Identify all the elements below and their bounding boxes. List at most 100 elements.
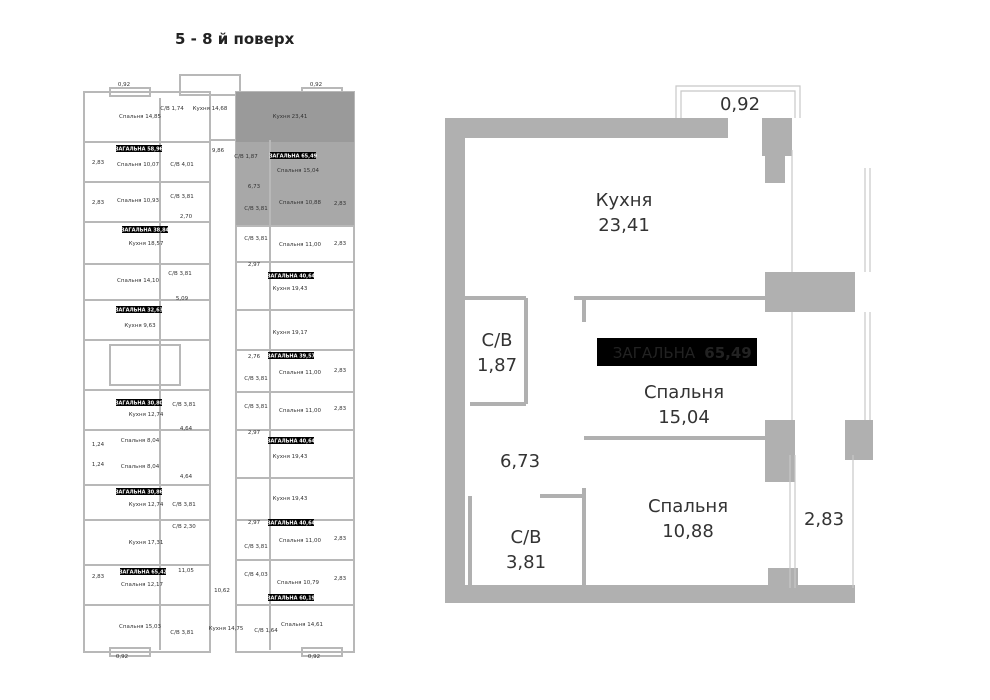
kp-room: Кухня 12,74	[129, 502, 164, 508]
kp-room: Спальня 10,79	[277, 580, 319, 586]
kp-room: С/В 2,30	[172, 524, 196, 530]
kp-room: Кухня 19,43	[273, 454, 308, 460]
kp-extra: 2,97	[248, 262, 261, 268]
key-plan-labels: 0,92 0,92 0,92 0,92 Спальня 14,85 С/В 1,…	[92, 82, 347, 660]
kp-room: Кухня 23,41	[273, 114, 308, 120]
kp-room: Кухня 18,57	[129, 241, 164, 247]
kp-room: Спальня 11,00	[279, 370, 321, 376]
kp-extra: 2,83	[92, 200, 105, 206]
kp-room: С/В 3,81	[244, 376, 267, 382]
detail-hall-area: 6,73	[500, 451, 540, 472]
detail-room-name: Спальня	[644, 382, 724, 403]
kp-extra: 6,73	[248, 184, 261, 190]
kp-extra: 2,83	[334, 241, 347, 247]
kp-room: Спальня 12,17	[121, 582, 163, 588]
kp-extra: 2,83	[92, 160, 105, 166]
kp-room: Кухня 14,75	[209, 626, 244, 632]
kp-extra: 10,62	[214, 588, 230, 594]
kp-room: Спальня 15,03	[119, 624, 161, 630]
total-area-value: 65,49	[704, 344, 751, 362]
kp-room: С/В 3,81	[244, 404, 267, 410]
kp-room: С/В 4,01	[170, 162, 193, 168]
kp-room: Спальня 11,00	[279, 538, 321, 544]
kp-room: С/В 3,81	[172, 502, 195, 508]
kp-extra: 11,05	[178, 568, 194, 574]
kp-room: Спальня 10,07	[117, 162, 159, 168]
kp-extra: 1,24	[92, 442, 105, 448]
detail-room-area: 3,81	[506, 552, 546, 573]
kp-room: С/В 3,81	[168, 271, 191, 277]
kp-room: Кухня 17,31	[129, 540, 164, 546]
kp-extra: 2,70	[180, 214, 193, 220]
kp-room: С/В 4,03	[244, 572, 268, 578]
kp-room: Спальня 10,88	[279, 200, 321, 206]
kp-badge: ЗАГАЛЬНА 30,86	[115, 490, 164, 496]
detail-window-lines	[675, 85, 871, 588]
kp-room: Спальня 10,93	[117, 198, 159, 204]
kp-extra: 2,97	[248, 520, 261, 526]
kp-room: С/В 3,81	[172, 402, 195, 408]
kp-extra: 2,83	[92, 574, 105, 580]
kp-room: С/В 3,81	[170, 630, 193, 636]
kp-room: Кухня 14,68	[193, 106, 228, 112]
kp-extra: 2,83	[334, 201, 347, 207]
kp-balcony-bl: 0,92	[116, 654, 128, 660]
kp-badge: ЗАГАЛЬНА 38,84	[121, 228, 170, 234]
total-area-label: ЗАГАЛЬНА	[613, 344, 696, 362]
detail-walls	[445, 118, 873, 603]
detail-room-area: 10,88	[662, 521, 714, 542]
kp-room: С/В 1,64	[254, 628, 278, 634]
kp-room: С/В 3,81	[244, 544, 267, 550]
kp-room: Кухня 19,43	[273, 496, 308, 502]
detail-labels: 0,92 Кухня 23,41 С/В 1,87 Спальня 15,04 …	[477, 94, 844, 573]
kp-badge: ЗАГАЛЬНА 39,57	[267, 354, 316, 360]
kp-extra: 2,76	[248, 354, 261, 360]
kp-badge: ЗАГАЛЬНА 65,42	[119, 570, 168, 576]
detail-room-area: 1,87	[477, 355, 517, 376]
detail-room-name: Спальня	[648, 496, 728, 517]
kp-extra: 2,83	[334, 576, 347, 582]
kp-room: Спальня 15,04	[277, 168, 319, 174]
detail-room-name: С/В	[511, 527, 542, 548]
key-plan-badges: ЗАГАЛЬНА 58,96 ЗАГАЛЬНА 38,84 ЗАГАЛЬНА 3…	[115, 145, 318, 602]
detail-partitions	[463, 296, 770, 590]
total-area-badge: ЗАГАЛЬНА 65,49	[597, 338, 757, 366]
kp-badge: ЗАГАЛЬНА 60,19	[267, 596, 316, 602]
detail-room-area: 15,04	[658, 407, 710, 428]
kp-room: Спальня 11,00	[279, 242, 321, 248]
kp-badge: ЗАГАЛЬНА 40,64	[267, 521, 316, 527]
kp-room: Спальня 8,04	[121, 464, 160, 470]
kp-room: С/В 1,74	[160, 106, 184, 112]
detail-room-name: Кухня	[596, 190, 653, 211]
kp-room: Кухня 12,74	[129, 412, 164, 418]
kp-room: Кухня 19,17	[273, 330, 308, 336]
kp-balcony-br: 0,92	[308, 654, 320, 660]
kp-room: Спальня 14,10	[117, 278, 159, 284]
kp-balcony-tl: 0,92	[118, 82, 130, 88]
kp-extra: 9,86	[212, 148, 225, 154]
kp-room: С/В 3,81	[170, 194, 193, 200]
kp-room: Спальня 14,85	[119, 114, 161, 120]
kp-room: Спальня 14,61	[281, 622, 323, 628]
kp-room: Спальня 11,00	[279, 408, 321, 414]
kp-badge: ЗАГАЛЬНА 30,80	[115, 401, 164, 407]
kp-room: Кухня 19,43	[273, 286, 308, 292]
kp-balcony-tr: 0,92	[310, 82, 322, 88]
kp-badge: ЗАГАЛЬНА 65,49	[269, 154, 318, 160]
kp-badge: ЗАГАЛЬНА 32,63	[115, 308, 164, 314]
kp-room: С/В 3,81	[244, 206, 267, 212]
kp-badge: ЗАГАЛЬНА 40,64	[267, 274, 316, 280]
kp-room: Кухня 9,63	[124, 323, 156, 329]
detail-loggia-area: 2,83	[804, 509, 844, 530]
floor-title: 5 - 8 й поверх	[175, 30, 295, 48]
kp-room: Спальня 8,04	[121, 438, 160, 444]
kp-extra: 1,24	[92, 462, 105, 468]
kp-room: С/В 3,81	[244, 236, 267, 242]
kp-extra: 2,83	[334, 368, 347, 374]
kp-badge: ЗАГАЛЬНА 58,96	[115, 147, 164, 153]
kp-extra: 4,64	[180, 426, 193, 432]
kp-extra: 2,97	[248, 430, 261, 436]
detail-balcony-area: 0,92	[720, 94, 760, 115]
detail-room-area: 23,41	[598, 215, 650, 236]
